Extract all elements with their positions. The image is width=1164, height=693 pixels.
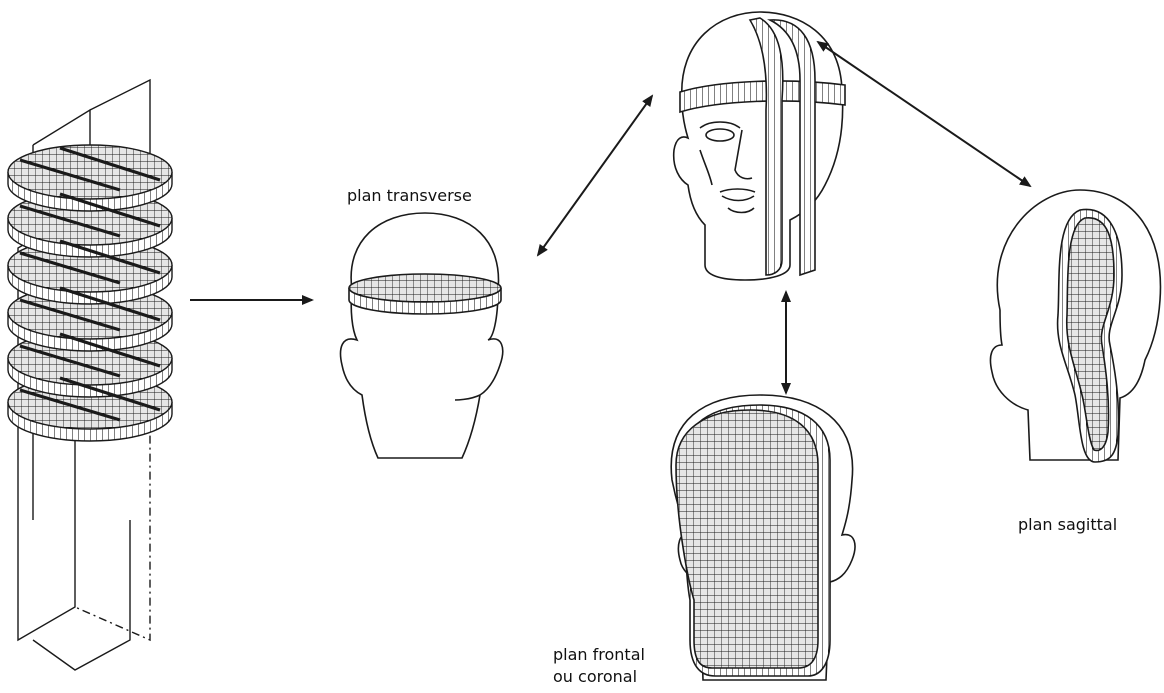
slice-stack <box>8 80 172 670</box>
head-frontal <box>671 395 855 680</box>
plane-edge-bottom <box>33 520 130 670</box>
arrow-transverse-central <box>538 96 652 255</box>
label-ou-coronal: ou coronal <box>553 666 637 688</box>
left-eye <box>706 129 734 141</box>
arrow-central-sagittal <box>818 42 1030 186</box>
frontal-slice <box>676 410 818 668</box>
head-central <box>674 12 845 280</box>
head-sagittal <box>990 190 1160 462</box>
label-plan-frontal: plan frontal <box>553 644 645 666</box>
disk-1 <box>8 145 172 211</box>
transverse-slice <box>349 274 501 302</box>
head-central-outline <box>674 12 843 280</box>
label-plan-sagittal: plan sagittal <box>1018 514 1117 536</box>
head-transverse <box>341 213 503 458</box>
head-transverse-outline <box>341 213 503 458</box>
label-plan-transverse: plan transverse <box>347 185 472 207</box>
